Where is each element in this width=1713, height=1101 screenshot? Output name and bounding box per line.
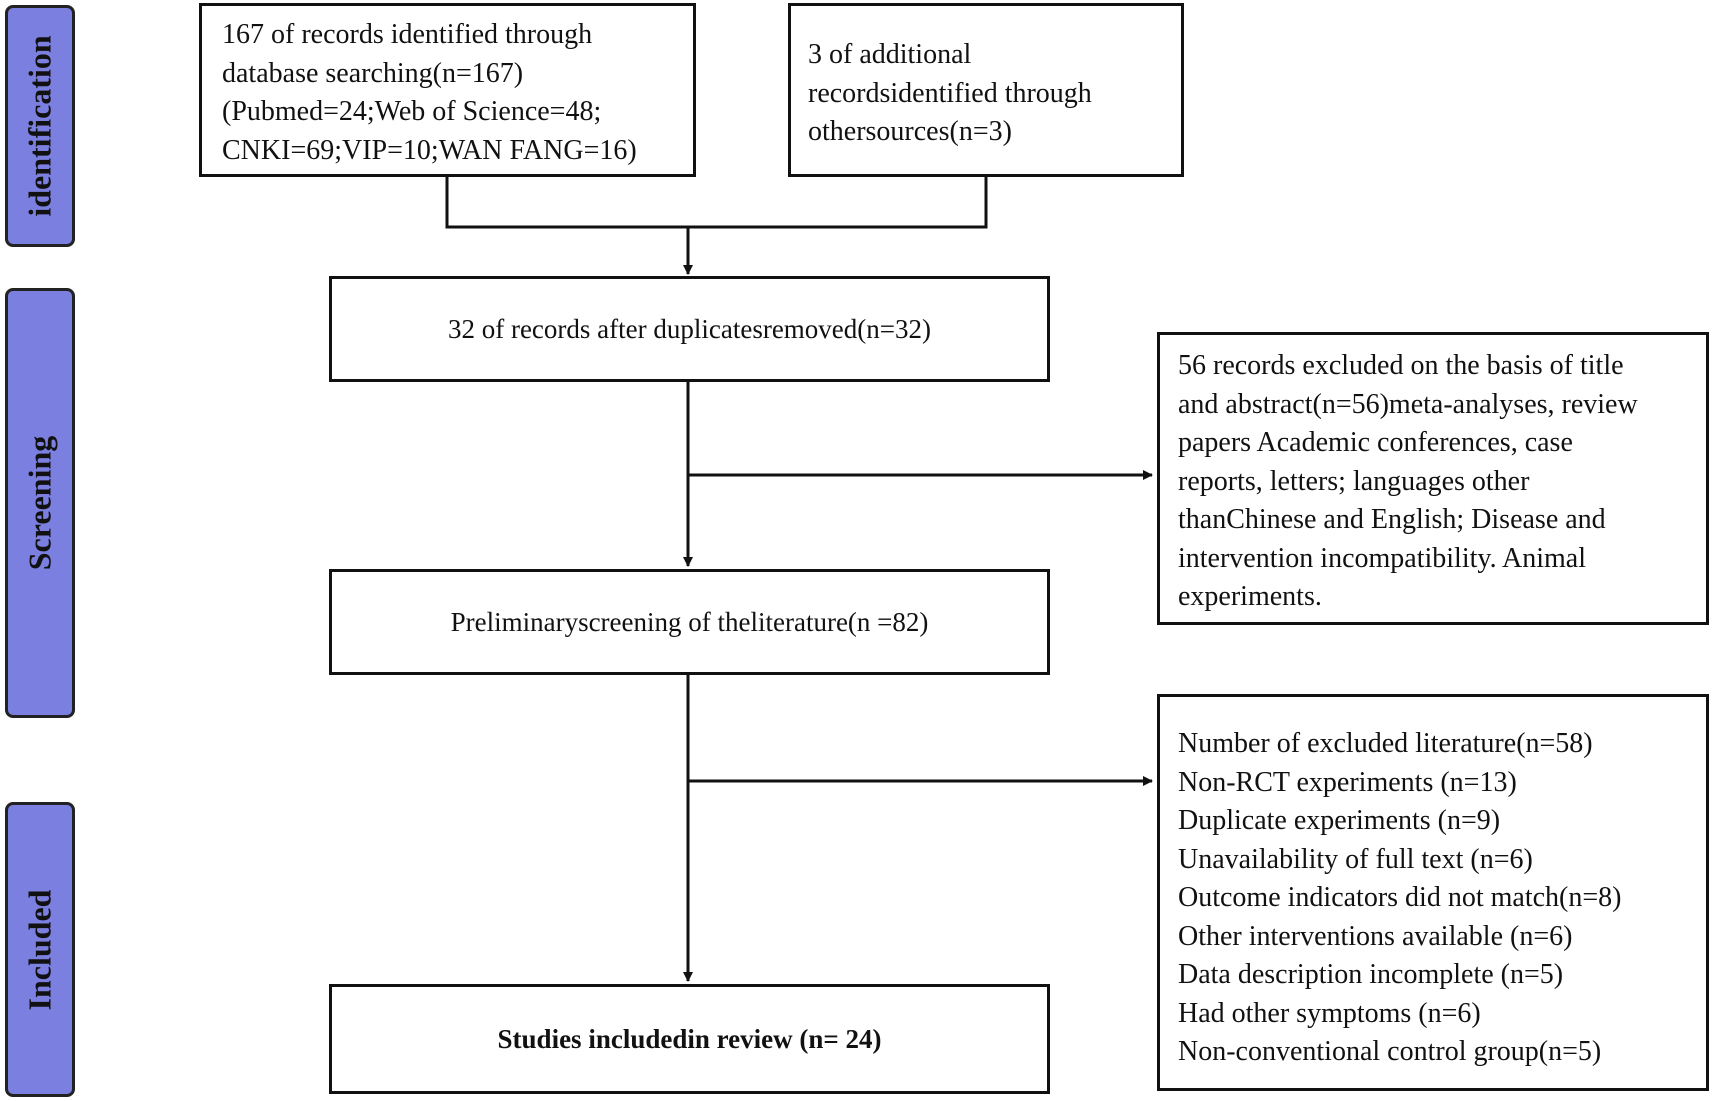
excluded-title-abstract-line: intervention incompatibility. Animal — [1178, 542, 1587, 574]
database-search-line: CNKI=69;VIP=10;WAN FANG=16) — [222, 134, 637, 166]
stage-tab-included: Included — [5, 802, 75, 1097]
excluded-literature-line: Duplicate experiments (n=9) — [1178, 805, 1501, 836]
after-duplicates-text: 32 of records after duplicatesremoved(n=… — [447, 313, 932, 344]
preliminary-screening-text: Preliminaryscreening of theliterature(n … — [450, 606, 929, 637]
excluded-literature-line: Had other symptoms (n=6) — [1178, 997, 1481, 1029]
studies-included-text: Studies includedin review (n= 24) — [497, 1023, 882, 1054]
excluded-title-abstract-line: papers Academic conferences, case — [1178, 427, 1573, 458]
excluded-literature-line: Non-conventional control group(n=5) — [1178, 1036, 1602, 1067]
stage-tab-screening: Screening — [5, 288, 75, 718]
box-excluded-literature: Number of excluded literature(n=58) Non-… — [1157, 694, 1709, 1091]
database-search-line: 167 of records identified through — [222, 19, 593, 50]
box-after-duplicates: 32 of records after duplicatesremoved(n=… — [329, 276, 1050, 382]
database-search-line: database searching(n=167) — [222, 57, 524, 89]
box-other-sources: 3 of additional recordsidentified throug… — [788, 3, 1184, 177]
excluded-title-abstract-line: reports, letters; languages other — [1178, 465, 1530, 497]
other-sources-line: recordsidentified through — [808, 77, 1092, 109]
excluded-literature-line: Other interventions available (n=6) — [1178, 920, 1573, 952]
excluded-literature-line: Outcome indicators did not match(n=8) — [1178, 882, 1622, 913]
box-database-search: 167 of records identified through databa… — [199, 3, 696, 177]
other-sources-lines: 3 of additional recordsidentified throug… — [808, 36, 1181, 152]
box-preliminary-screening: Preliminaryscreening of theliterature(n … — [329, 569, 1050, 675]
other-sources-line: 3 of additional — [808, 39, 972, 70]
excluded-literature-line: Non-RCT experiments (n=13) — [1178, 766, 1517, 798]
excluded-title-abstract-lines: 56 records excluded on the basis of titl… — [1178, 347, 1706, 617]
excluded-title-abstract-line: thanChinese and English; Disease and — [1178, 504, 1606, 535]
box-excluded-title-abstract: 56 records excluded on the basis of titl… — [1157, 332, 1709, 625]
database-search-lines: 167 of records identified through databa… — [222, 16, 693, 170]
excluded-title-abstract-line: experiments. — [1178, 581, 1322, 612]
box-studies-included: Studies includedin review (n= 24) — [329, 984, 1050, 1094]
excluded-literature-lines: Number of excluded literature(n=58) Non-… — [1178, 725, 1706, 1072]
database-search-line: (Pubmed=24;Web of Science=48; — [222, 96, 602, 127]
other-sources-line: othersources(n=3) — [808, 116, 1012, 147]
excluded-literature-line: Number of excluded literature(n=58) — [1178, 728, 1593, 759]
excluded-literature-line: Data description incomplete (n=5) — [1178, 959, 1564, 990]
excluded-title-abstract-line: and abstract(n=56)meta-analyses, review — [1178, 388, 1638, 420]
stage-tab-identification: identification — [5, 5, 75, 247]
excluded-literature-line: Unavailability of full text (n=6) — [1178, 843, 1533, 875]
excluded-title-abstract-line: 56 records excluded on the basis of titl… — [1178, 350, 1624, 381]
